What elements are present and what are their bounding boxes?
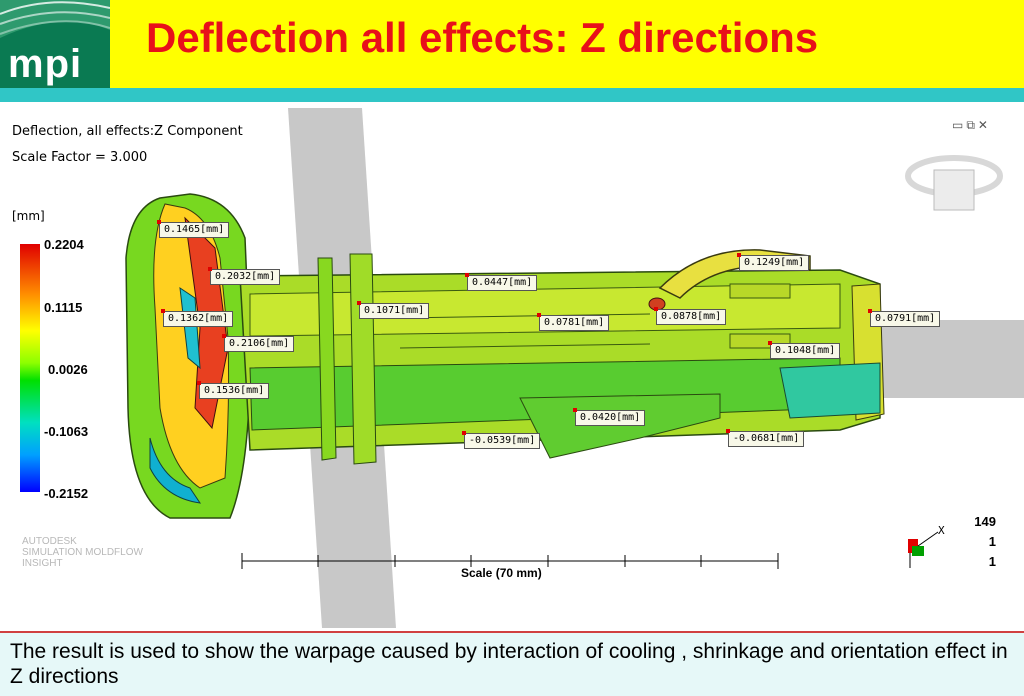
result-callout[interactable]: -0.0681[mm] bbox=[725, 429, 805, 447]
triad-value: 1 bbox=[988, 534, 996, 549]
footer-divider bbox=[0, 631, 1024, 633]
result-callout[interactable]: 0.0447[mm] bbox=[464, 273, 538, 291]
scale-bar bbox=[241, 553, 779, 569]
watermark-line: AUTODESK bbox=[22, 536, 77, 547]
logo-text: mpi bbox=[8, 42, 83, 86]
axis-triad-icon bbox=[908, 531, 939, 568]
result-callout[interactable]: 0.2032[mm] bbox=[207, 267, 281, 285]
scale-label: Scale (70 mm) bbox=[461, 566, 542, 580]
page-title: Deflection all effects: Z directions bbox=[146, 14, 819, 61]
result-callout[interactable]: 0.0791[mm] bbox=[867, 309, 941, 327]
result-callout[interactable]: 0.0878[mm] bbox=[653, 307, 727, 325]
legend-max: 0.2204 bbox=[44, 237, 84, 252]
watermark-line: INSIGHT bbox=[22, 558, 63, 569]
caption-panel: The result is used to show the warpage c… bbox=[0, 633, 1024, 696]
legend-mid: 0.0026 bbox=[48, 362, 88, 377]
slide-header: mpi Deflection all effects: Z directions bbox=[0, 0, 1024, 88]
minimize-icon[interactable]: ▭ bbox=[952, 118, 964, 132]
result-callout[interactable]: 0.1536[mm] bbox=[196, 381, 270, 399]
result-callout[interactable]: 0.1249[mm] bbox=[736, 253, 810, 271]
result-callout[interactable]: 0.1048[mm] bbox=[767, 341, 841, 359]
mpi-logo: mpi bbox=[0, 0, 110, 88]
result-viewport[interactable]: ▭⧉✕ Deflection, all effects:Z Component … bbox=[0, 108, 1024, 628]
triad-value: 1 bbox=[988, 554, 996, 569]
triad-value: 149 bbox=[974, 514, 996, 529]
result-callout[interactable]: 0.1362[mm] bbox=[160, 309, 234, 327]
slide-caption: The result is used to show the warpage c… bbox=[10, 640, 1008, 688]
result-callout[interactable]: 0.0781[mm] bbox=[536, 313, 610, 331]
color-legend-bar bbox=[20, 244, 40, 492]
model-canvas bbox=[125, 108, 1024, 628]
result-callout[interactable]: -0.0539[mm] bbox=[461, 431, 541, 449]
result-callout[interactable]: 0.1071[mm] bbox=[356, 301, 430, 319]
legend-upper-mid: 0.1115 bbox=[44, 300, 83, 315]
software-watermark: AUTODESK SIMULATION MOLDFLOW INSIGHT bbox=[22, 536, 143, 569]
close-icon[interactable]: ✕ bbox=[977, 118, 988, 132]
watermark-line: SIMULATION MOLDFLOW bbox=[22, 547, 143, 558]
legend-min: -0.2152 bbox=[44, 486, 89, 501]
logo-swoosh-icon bbox=[0, 0, 110, 38]
result-callout[interactable]: 0.1465[mm] bbox=[156, 220, 230, 238]
restore-icon[interactable]: ⧉ bbox=[966, 118, 975, 132]
background-slab-horizontal bbox=[880, 320, 1024, 398]
header-divider bbox=[0, 88, 1024, 102]
triad-axis-label: X bbox=[938, 524, 945, 537]
result-callout[interactable]: 0.0420[mm] bbox=[572, 408, 646, 426]
result-callout[interactable]: 0.2106[mm] bbox=[221, 334, 295, 352]
view-cube-icon[interactable] bbox=[905, 155, 1003, 211]
legend-lower-mid: -0.1063 bbox=[44, 424, 89, 439]
result-title: Deflection, all effects:Z Component bbox=[12, 124, 243, 139]
window-controls: ▭⧉✕ bbox=[952, 118, 991, 133]
scale-factor: Scale Factor = 3.000 bbox=[12, 150, 148, 165]
legend-unit: [mm] bbox=[12, 209, 45, 223]
